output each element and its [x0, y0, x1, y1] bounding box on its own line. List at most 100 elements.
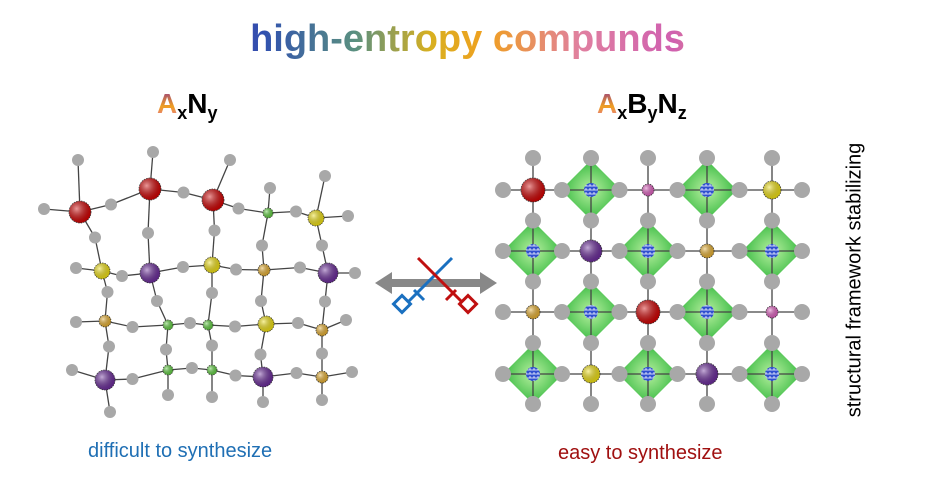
purple-atom-shade [696, 363, 718, 385]
nitrogen-atom [70, 262, 82, 274]
nitrogen-atom [554, 182, 570, 198]
nitrogen-atom [142, 227, 154, 239]
b-site-atom [526, 367, 540, 381]
yellow-atom-shade [258, 316, 274, 332]
b-site-atom [765, 244, 779, 258]
nitrogen-atom [346, 366, 358, 378]
nitrogen-atom [794, 243, 810, 259]
nitrogen-atom [669, 243, 686, 259]
nitrogen-atom [151, 295, 163, 307]
nitrogen-atom [257, 396, 269, 408]
left-formula: AxNy [157, 88, 218, 124]
nitrogen-atom [764, 335, 780, 351]
nitrogen-atom [611, 182, 628, 198]
nitrogen-atom [731, 243, 748, 259]
nitrogen-atom [669, 304, 686, 320]
nitrogen-atom [731, 366, 748, 382]
nitrogen-atom [495, 243, 511, 259]
nitrogen-atom [699, 212, 715, 229]
nitrogen-atom [292, 317, 304, 329]
purple-atom-shade [580, 240, 602, 262]
nitrogen-atom [230, 263, 242, 276]
nitrogen-atom [316, 239, 328, 252]
nitrogen-atom [699, 335, 715, 351]
nitrogen-atom [583, 212, 599, 229]
formula-a: A [157, 88, 178, 119]
nitrogen-atom [554, 366, 570, 382]
right-ordered-lattice [495, 150, 810, 412]
nitrogen-atom [229, 320, 241, 333]
formula-b: B [627, 88, 648, 119]
nitrogen-atom [583, 150, 599, 166]
nitrogen-atom [290, 367, 303, 379]
right-formula: AxByNz [597, 88, 687, 124]
nitrogen-atom [177, 261, 189, 273]
nitrogen-atom [640, 396, 656, 412]
nitrogen-atom [495, 182, 511, 198]
nitrogen-atom [254, 348, 267, 361]
nitrogen-atom [89, 231, 101, 244]
purple-atom-shade [95, 370, 115, 390]
nitrogen-atom [184, 317, 196, 329]
nitrogen-atom [611, 366, 628, 382]
nitrogen-atom [206, 287, 218, 299]
nitrogen-atom [126, 321, 139, 333]
b-site-atom [584, 305, 598, 319]
red-atom-shade [521, 178, 545, 202]
nitrogen-atom [264, 182, 276, 194]
nitrogen-atom [699, 273, 715, 290]
nitrogen-atom [731, 182, 748, 198]
nitrogen-atom [206, 391, 218, 403]
pink-atom-shade [766, 306, 778, 318]
green-atom-shade [207, 365, 217, 375]
nitrogen-atom [764, 396, 780, 412]
nitrogen-atom [105, 198, 117, 211]
nitrogen-atom [764, 150, 780, 166]
formula-z: z [677, 103, 687, 123]
orange-atom-shade [316, 324, 328, 336]
green-atom-shade [163, 365, 173, 375]
nitrogen-atom [554, 243, 570, 259]
nitrogen-atom [794, 182, 810, 198]
nitrogen-atom [525, 150, 541, 166]
nitrogen-atom [290, 205, 302, 218]
nitrogen-atom [611, 243, 628, 259]
nitrogen-atom [349, 267, 361, 279]
b-site-atom [584, 183, 598, 197]
yellow-atom-shade [204, 257, 220, 273]
nitrogen-atom [583, 273, 599, 290]
nitrogen-atom [116, 270, 128, 282]
nitrogen-atom [669, 366, 686, 382]
red-atom-shade [69, 201, 91, 223]
bond [132, 369, 169, 380]
nitrogen-atom [731, 304, 748, 320]
nitrogen-atom [699, 150, 715, 166]
nitrogen-atom [70, 316, 82, 328]
red-atom-shade [202, 189, 224, 211]
orange-atom-shade [700, 244, 714, 258]
b-site-atom [526, 244, 540, 258]
nitrogen-atom [495, 304, 511, 320]
purple-atom-shade [318, 263, 338, 283]
nitrogen-atom [525, 212, 541, 229]
b-site-atom [700, 183, 714, 197]
left-caption: difficult to synthesize [88, 440, 273, 462]
nitrogen-atom [640, 273, 656, 290]
formula-n: N [657, 88, 678, 119]
nitrogen-atom [640, 335, 656, 351]
nitrogen-atom [177, 186, 190, 199]
orange-atom-shade [99, 315, 111, 327]
b-site-atom [700, 305, 714, 319]
nitrogen-atom [72, 154, 84, 166]
nitrogen-atom [583, 335, 599, 351]
nitrogen-atom [583, 396, 599, 412]
nitrogen-atom [256, 239, 268, 252]
nitrogen-atom [699, 396, 715, 412]
nitrogen-atom [316, 394, 328, 406]
nitrogen-atom [255, 295, 267, 307]
nitrogen-atom [126, 373, 139, 385]
nitrogen-atom [208, 224, 221, 237]
nitrogen-atom [316, 347, 328, 360]
nitrogen-atom [206, 339, 218, 352]
